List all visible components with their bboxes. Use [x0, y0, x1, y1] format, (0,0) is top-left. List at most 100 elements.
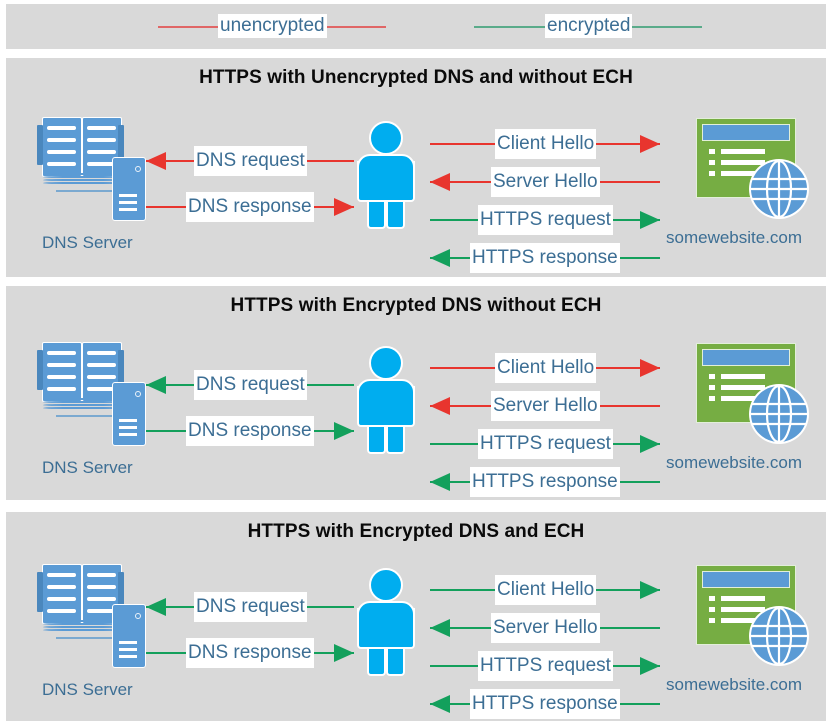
- flow-label: Server Hello: [491, 391, 600, 421]
- dns-server-label: DNS Server: [42, 233, 133, 252]
- browser-list-bullet: [709, 385, 715, 390]
- book-text-line: [87, 126, 116, 130]
- flow-label: DNS request: [194, 146, 307, 176]
- book-page-edge: [43, 407, 123, 409]
- server-slot: [119, 419, 137, 422]
- browser-list-bullet: [709, 160, 715, 165]
- book-text-line: [47, 609, 76, 613]
- person-body: [357, 601, 415, 649]
- person-head: [369, 121, 403, 155]
- flow-row-encrypted: HTTPS response: [430, 243, 660, 273]
- browser-list-bar: [721, 385, 765, 390]
- flow-row-unencrypted: Server Hello: [430, 391, 660, 421]
- globe-icon: [749, 159, 809, 219]
- arrow-head-right: [640, 211, 660, 229]
- flow-row-encrypted: DNS request: [146, 370, 354, 400]
- book-text-line: [87, 573, 116, 577]
- flow-row-unencrypted: DNS response: [146, 192, 354, 222]
- website-globe-icon: [690, 118, 812, 222]
- browser-list-bullet: [709, 618, 715, 623]
- arrow-head-right: [640, 581, 660, 599]
- arrow-head-right: [334, 422, 354, 440]
- server-led: [135, 166, 141, 172]
- book-page-edge: [43, 620, 123, 622]
- arrow-head-right: [640, 135, 660, 153]
- browser-list-bar: [721, 396, 765, 401]
- arrow-head-right: [640, 657, 660, 675]
- flow-row-encrypted: DNS response: [146, 416, 354, 446]
- book-icon: [37, 564, 124, 631]
- arrow-head-left: [146, 376, 166, 394]
- website-label: somewebsite.com: [666, 228, 803, 247]
- arrow-head-left: [430, 397, 450, 415]
- arrow-head-right: [334, 644, 354, 662]
- website-label: somewebsite.com: [666, 675, 803, 694]
- server-slot: [119, 641, 137, 644]
- flow-label: DNS response: [186, 416, 314, 446]
- dns-server-label: DNS Server: [42, 458, 133, 477]
- book-text-line: [47, 126, 76, 130]
- flow-row-encrypted: HTTPS request: [430, 205, 660, 235]
- website-label: somewebsite.com: [666, 453, 803, 472]
- flow-row-unencrypted: Client Hello: [430, 129, 660, 159]
- flow-row-encrypted: DNS response: [146, 638, 354, 668]
- book-page-edge: [43, 173, 123, 175]
- flow-row-encrypted: Client Hello: [430, 575, 660, 605]
- flow-row-unencrypted: Server Hello: [430, 167, 660, 197]
- flow-label: Client Hello: [495, 129, 597, 159]
- flow-label: Server Hello: [491, 613, 600, 643]
- flow-label: DNS response: [186, 638, 314, 668]
- browser-list-bullet: [709, 171, 715, 176]
- book-text-line: [87, 150, 116, 154]
- book-spine-left: [37, 125, 43, 165]
- book-pages: [42, 173, 124, 186]
- arrow-head-left: [430, 249, 450, 267]
- website-globe-icon: [690, 565, 812, 669]
- book-half-l: [42, 117, 82, 177]
- browser-list-bar: [721, 607, 765, 612]
- person-head: [369, 346, 403, 380]
- browser-list-bullet: [709, 396, 715, 401]
- flow-label: DNS request: [194, 370, 307, 400]
- browser-list-bar: [721, 374, 765, 379]
- browser-list-bullet: [709, 374, 715, 379]
- book-page-edge: [43, 179, 123, 181]
- flow-label: Server Hello: [491, 167, 600, 197]
- book-text-line: [87, 375, 116, 379]
- book-pages: [42, 620, 124, 633]
- book-text-line: [47, 162, 76, 166]
- panel-title: HTTPS with Encrypted DNS without ECH: [230, 295, 602, 316]
- person-head: [369, 568, 403, 602]
- flow-label: HTTPS request: [478, 429, 613, 459]
- book-page-edge: [43, 398, 123, 400]
- legend-label-unencrypted: unencrypted: [218, 14, 327, 38]
- flow-row-encrypted: Server Hello: [430, 613, 660, 643]
- book-page-edge: [43, 626, 123, 628]
- book-spine-right: [118, 125, 124, 165]
- flow-row-encrypted: HTTPS response: [430, 467, 660, 497]
- person-body: [357, 379, 415, 427]
- flow-label: Client Hello: [495, 575, 597, 605]
- flow-label: Client Hello: [495, 353, 597, 383]
- book-half-l: [42, 564, 82, 624]
- book-text-line: [87, 609, 116, 613]
- server-tower-icon: [112, 382, 146, 446]
- browser-list-bullet: [709, 607, 715, 612]
- dns-server-label: DNS Server: [42, 680, 133, 699]
- server-slot: [119, 648, 137, 651]
- arrow-head-right: [640, 435, 660, 453]
- book-text-line: [47, 573, 76, 577]
- browser-title-bar: [702, 349, 790, 366]
- book-text-line: [87, 387, 116, 391]
- book-text-line: [47, 138, 76, 142]
- book-spine-right: [118, 572, 124, 612]
- browser-list-bar: [721, 149, 765, 154]
- flow-row-unencrypted: DNS request: [146, 146, 354, 176]
- browser-title-bar: [702, 124, 790, 141]
- flow-label: HTTPS request: [478, 651, 613, 681]
- arrow-head-left: [146, 152, 166, 170]
- arrow-head-left: [430, 619, 450, 637]
- scenario-panel-2: HTTPS with Encrypted DNS without ECH DNS …: [6, 286, 826, 500]
